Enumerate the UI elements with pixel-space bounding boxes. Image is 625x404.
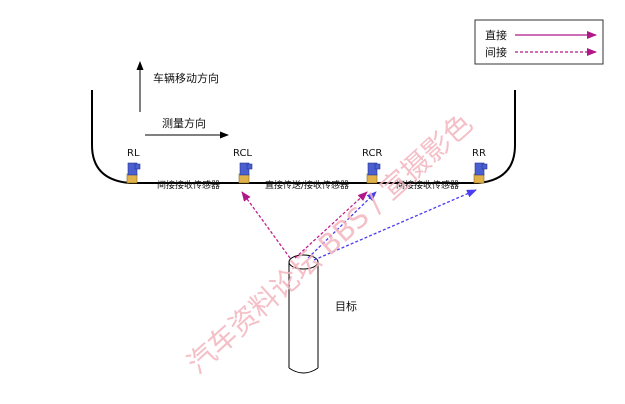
watermark: 汽车资料论坛 BBS / 宣摄影色 xyxy=(181,107,479,380)
legend-direct-label: 直接 xyxy=(485,28,507,42)
echo-paths xyxy=(241,189,477,261)
vehicle-direction-label: 车辆移动方向 xyxy=(153,71,219,85)
sensor-rcr-label: RCR xyxy=(362,148,382,159)
direct-path-rcr xyxy=(294,191,368,259)
target-pole xyxy=(288,254,319,374)
indirect-path-rcr xyxy=(307,191,377,259)
indirect-path-rcl xyxy=(241,191,291,259)
indirect-path-rr xyxy=(313,189,477,261)
segment-right-label: 间接接收传感器 xyxy=(396,179,459,191)
sensor-rl-label: RL xyxy=(127,148,140,159)
sensor-rcl xyxy=(238,162,253,184)
segment-left-label: 间接接收传感器 xyxy=(157,179,220,191)
sensor-rcl-label: RCL xyxy=(233,148,252,159)
bumper-outline xyxy=(91,90,516,184)
sensor-rl xyxy=(126,162,141,184)
measure-direction-label: 测量方向 xyxy=(162,116,206,130)
segment-mid-label: 直接传送/接收传感器 xyxy=(265,179,349,191)
legend-indirect-label: 间接 xyxy=(485,46,507,59)
legend: 直接 间接 xyxy=(474,19,604,65)
sensor-rr-label: RR xyxy=(472,148,486,159)
target-label: 目标 xyxy=(335,299,357,313)
sensor-rcr xyxy=(366,162,381,184)
sensor-rr xyxy=(473,162,488,184)
